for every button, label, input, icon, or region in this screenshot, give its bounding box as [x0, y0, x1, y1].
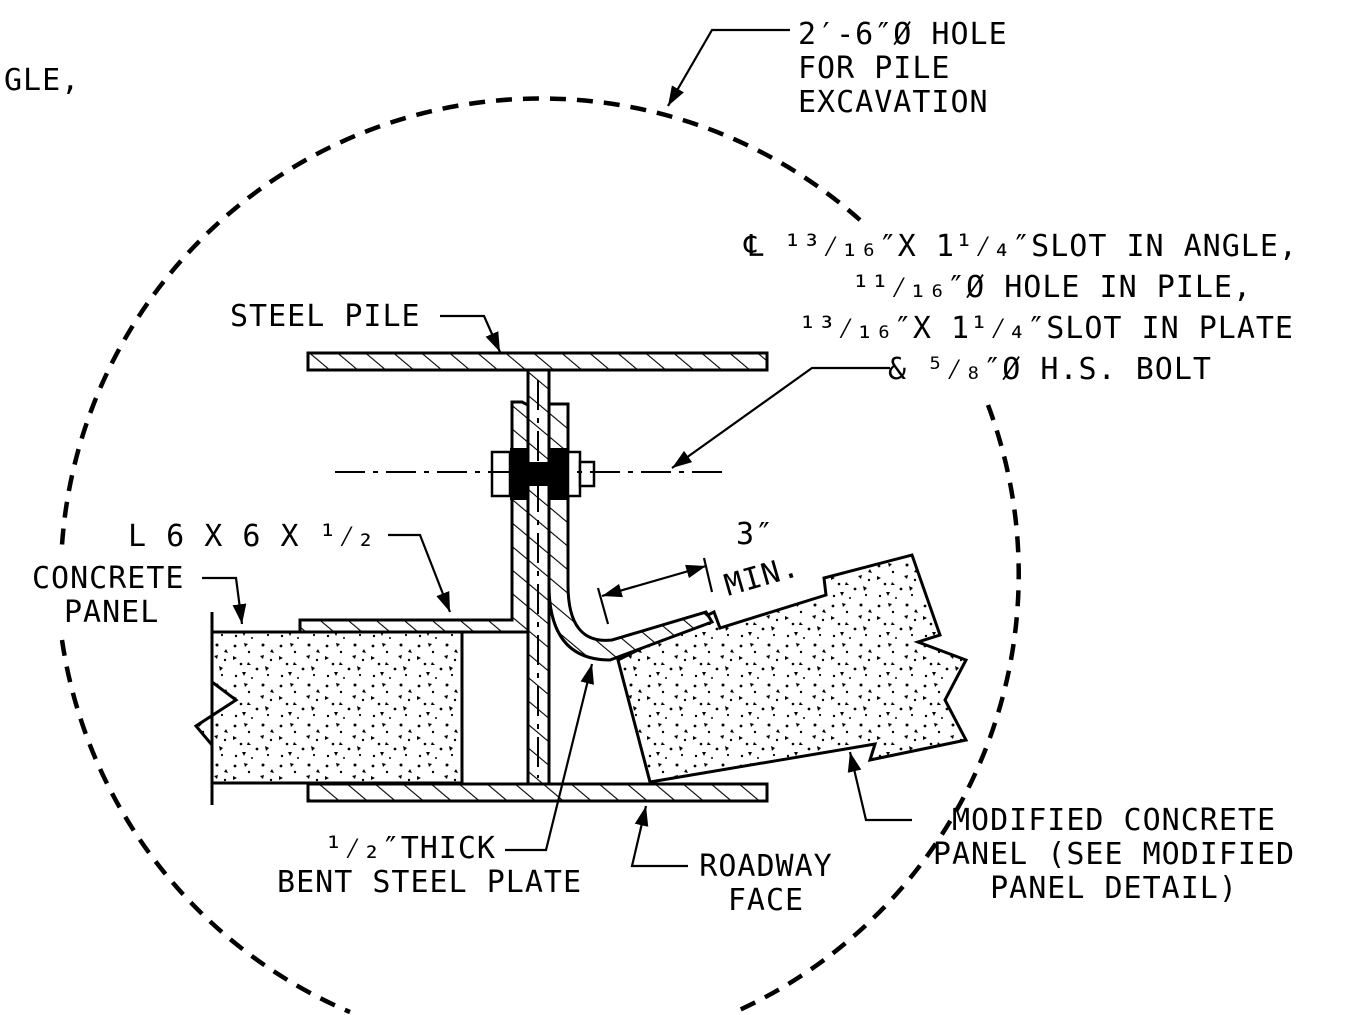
bolt-label-line1: ℄ ¹³⁄₁₆″X 1¹⁄₄″SLOT IN ANGLE,	[743, 229, 1298, 264]
roadway-leader	[630, 805, 688, 868]
modified-concrete-panel	[616, 553, 969, 784]
bolt-label-line3: ¹³⁄₁₆″X 1¹⁄₄″SLOT IN PLATE	[799, 311, 1294, 346]
pile-excavation-hole-right	[734, 404, 1021, 1015]
modified-panel-leader	[847, 751, 912, 822]
angle-l6x6	[298, 400, 530, 634]
pile-excavation-hole	[59, 96, 862, 546]
concrete-panel	[193, 630, 464, 785]
concrete-panel-label-line1: CONCRETE	[32, 561, 185, 596]
bolt-leader	[671, 366, 890, 469]
hole-label-line1: 2′-6″Ø HOLE	[798, 17, 1008, 52]
plate-leader	[505, 663, 594, 852]
angle-note-fragment: GLE,	[4, 63, 80, 98]
modified-panel-label-line1: MODIFIED CONCRETE	[952, 803, 1276, 838]
bent-steel-plate	[547, 402, 715, 662]
steel-pile-bottom-flange	[306, 782, 769, 803]
hole-label-line2: FOR PILE	[798, 51, 951, 86]
dimension-note: MIN.	[721, 549, 804, 604]
concrete-panel-label-line2: PANEL	[64, 595, 159, 630]
steel-pile-top-flange	[306, 351, 769, 372]
bolt-label-line4: & ⁵⁄₈″Ø H.S. BOLT	[888, 352, 1212, 387]
pile-excavation-hole-lower	[59, 639, 351, 1015]
plate-label-line1: ¹⁄₂″THICK	[325, 831, 497, 866]
angle-label: L 6 X 6 X ¹⁄₂	[128, 519, 376, 554]
dimension-3in-min	[596, 557, 714, 625]
angle-leader	[388, 533, 452, 613]
roadway-face-label-line1: ROADWAY	[699, 849, 832, 884]
bolt-label-line2: ¹¹⁄₁₆″Ø HOLE IN PILE,	[852, 270, 1252, 305]
modified-panel-label-line3: PANEL DETAIL)	[990, 871, 1238, 906]
plate-label-line2: BENT STEEL PLATE	[277, 865, 582, 900]
roadway-face-label-line2: FACE	[728, 883, 804, 918]
dimension-value: 3″	[736, 517, 774, 552]
modified-panel-label-line2: PANEL (SEE MODIFIED	[933, 837, 1295, 872]
hole-label-line3: EXCAVATION	[798, 85, 989, 120]
hs-bolt	[490, 448, 596, 500]
hole-leader	[667, 28, 790, 107]
steel-pile-label: STEEL PILE	[230, 299, 421, 334]
steel-pile-leader	[440, 314, 502, 353]
concrete-panel-leader	[202, 576, 247, 625]
